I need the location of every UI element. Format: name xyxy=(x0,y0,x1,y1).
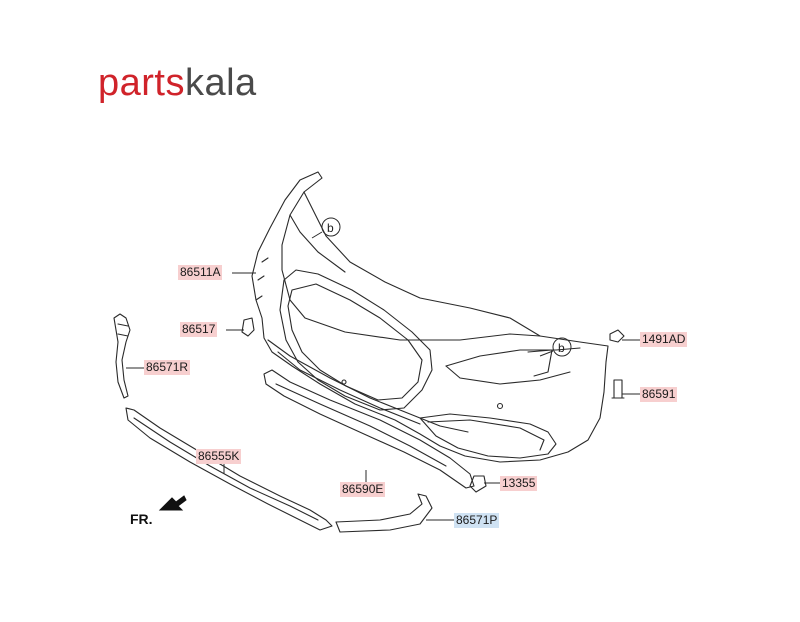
front-arrow-icon xyxy=(158,495,187,511)
lower-trim-86571P xyxy=(335,493,433,533)
callout-b-right: b xyxy=(558,341,565,355)
bracket-86517 xyxy=(241,317,255,337)
label-86511A: 86511A xyxy=(178,265,223,280)
label-86591: 86591 xyxy=(640,387,678,402)
label-86517: 86517 xyxy=(180,322,218,337)
garnish-86590E xyxy=(263,369,475,489)
label-86571R: 86571R xyxy=(144,360,191,375)
front-indicator: FR. xyxy=(130,511,153,527)
label-86590E: 86590E xyxy=(340,482,386,497)
clip-13355 xyxy=(469,475,487,493)
bumper-cover xyxy=(251,171,609,463)
logo-text-kala: kala xyxy=(184,62,257,104)
label-13355: 13355 xyxy=(500,476,538,491)
callout-b-circle-right xyxy=(552,337,572,357)
label-86555K: 86555K xyxy=(196,449,242,464)
logo-text-parts: parts xyxy=(98,62,185,104)
callout-b-top: b xyxy=(327,221,334,235)
clip-1491AD xyxy=(609,329,625,343)
bolt-86591 xyxy=(611,379,625,399)
lower-right-opening xyxy=(419,413,557,459)
partskala-logo: partskala xyxy=(98,64,257,102)
grille-opening xyxy=(279,269,433,411)
callout-b-circle-top xyxy=(321,217,341,237)
lower-lip-86555K xyxy=(125,407,333,531)
label-1491AD: 1491AD xyxy=(640,332,688,347)
side-trim-86571R xyxy=(113,313,131,399)
label-86571P: 86571P xyxy=(454,513,500,528)
